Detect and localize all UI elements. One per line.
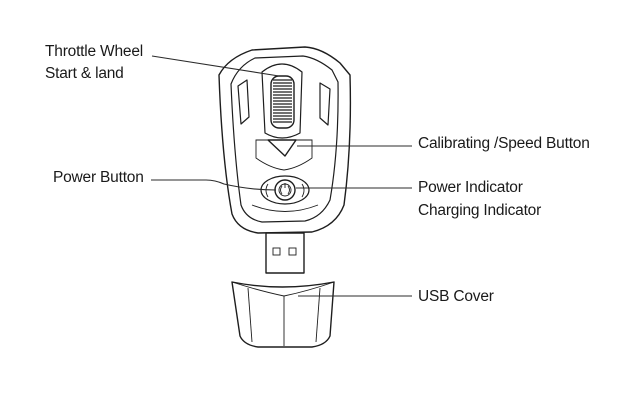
lower-contour <box>251 204 319 212</box>
leader-power-button <box>151 179 277 191</box>
usb-connector <box>265 232 305 274</box>
throttle-wheel[interactable] <box>270 75 295 129</box>
label-power-indicator: Power Indicator <box>418 179 523 196</box>
label-usb-cover: USB Cover <box>418 288 494 305</box>
left-grip-slot <box>237 79 250 125</box>
label-charging-indicator: Charging Indicator <box>418 202 542 219</box>
leader-lines <box>151 55 412 297</box>
leader-throttle <box>151 55 280 77</box>
label-calibrating-speed: Calibrating /Speed Button <box>418 135 590 152</box>
power-button[interactable] <box>260 175 310 205</box>
label-power-button: Power Button <box>53 169 144 186</box>
label-throttle-wheel: Throttle Wheel <box>45 43 143 60</box>
throttle-housing <box>261 63 303 139</box>
controller-body-inner <box>230 55 339 223</box>
usb-cover[interactable] <box>231 281 335 348</box>
right-grip-slot <box>319 82 331 126</box>
label-start-land: Start & land <box>45 65 124 82</box>
center-plate <box>255 139 313 171</box>
